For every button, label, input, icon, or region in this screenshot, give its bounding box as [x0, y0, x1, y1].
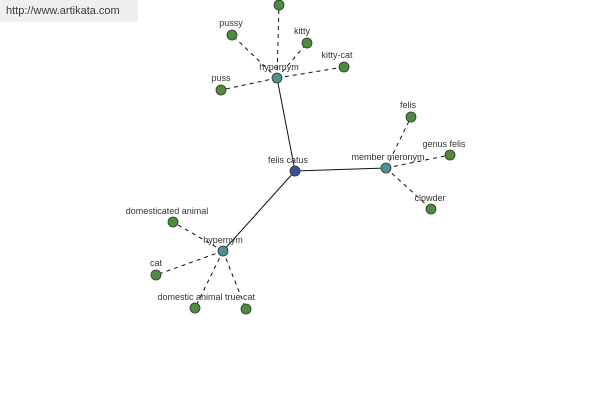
label-cat: cat: [150, 258, 163, 268]
node-kitty-cat[interactable]: [338, 61, 350, 73]
edge-meronym-felis: [385, 116, 412, 169]
label-hypernym-top: hypernym: [259, 62, 299, 72]
label-true-cat: true cat: [225, 292, 256, 302]
node-domesticated-animal[interactable]: [167, 216, 179, 228]
node-felis[interactable]: [405, 111, 417, 123]
edge-hyp-bottom-true-cat: [222, 250, 247, 310]
node-hypernym-top[interactable]: [271, 72, 283, 84]
edge-center-meronym: [294, 167, 387, 172]
label-kitty: kitty: [294, 26, 311, 36]
label-clowder: clowder: [414, 193, 445, 203]
node-puss[interactable]: [215, 84, 227, 96]
node-unlabeled-top[interactable]: [273, 0, 285, 11]
label-pussy: pussy: [219, 18, 243, 28]
node-domestic-animal[interactable]: [189, 302, 201, 314]
label-kitty-cat: kitty-cat: [321, 50, 353, 60]
node-hypernym-bottom[interactable]: [217, 245, 229, 257]
label-member-meronym: member meronym: [351, 152, 424, 162]
label-domesticated-animal: domesticated animal: [126, 206, 209, 216]
label-domestic-animal: domestic animal: [157, 292, 222, 302]
label-hypernym-bottom: hypernym: [203, 235, 243, 245]
edge-hyp-top-puss: [220, 77, 278, 91]
edge-meronym-genus-felis: [385, 154, 451, 169]
node-cat[interactable]: [150, 269, 162, 281]
node-true-cat[interactable]: [240, 303, 252, 315]
edge-meronym-clowder: [385, 167, 432, 210]
node-genus-felis[interactable]: [444, 149, 456, 161]
label-felis: felis: [400, 100, 417, 110]
label-felis-catus: felis catus: [268, 155, 309, 165]
node-kitty[interactable]: [301, 37, 313, 49]
source-url[interactable]: http://www.artikata.com: [0, 0, 138, 22]
node-member-meronym[interactable]: [380, 162, 392, 174]
label-puss: puss: [211, 73, 231, 83]
node-pussy[interactable]: [226, 29, 238, 41]
label-genus-felis: genus felis: [422, 139, 466, 149]
node-felis-catus[interactable]: [289, 165, 301, 177]
edge-hyp-bottom-cat: [155, 250, 224, 276]
edge-hyp-bottom-domesticated-animal: [172, 221, 224, 252]
edge-hyp-top-pussy: [231, 34, 278, 79]
edge-hyp-top-kitty: [276, 42, 308, 79]
edge-hyp-top-kitty-cat: [276, 66, 345, 79]
edge-center-hypernym-bottom: [222, 170, 296, 252]
edge-center-hypernym-top: [276, 77, 296, 172]
edge-hyp-bottom-domestic-animal: [194, 250, 224, 309]
node-clowder[interactable]: [425, 203, 437, 215]
